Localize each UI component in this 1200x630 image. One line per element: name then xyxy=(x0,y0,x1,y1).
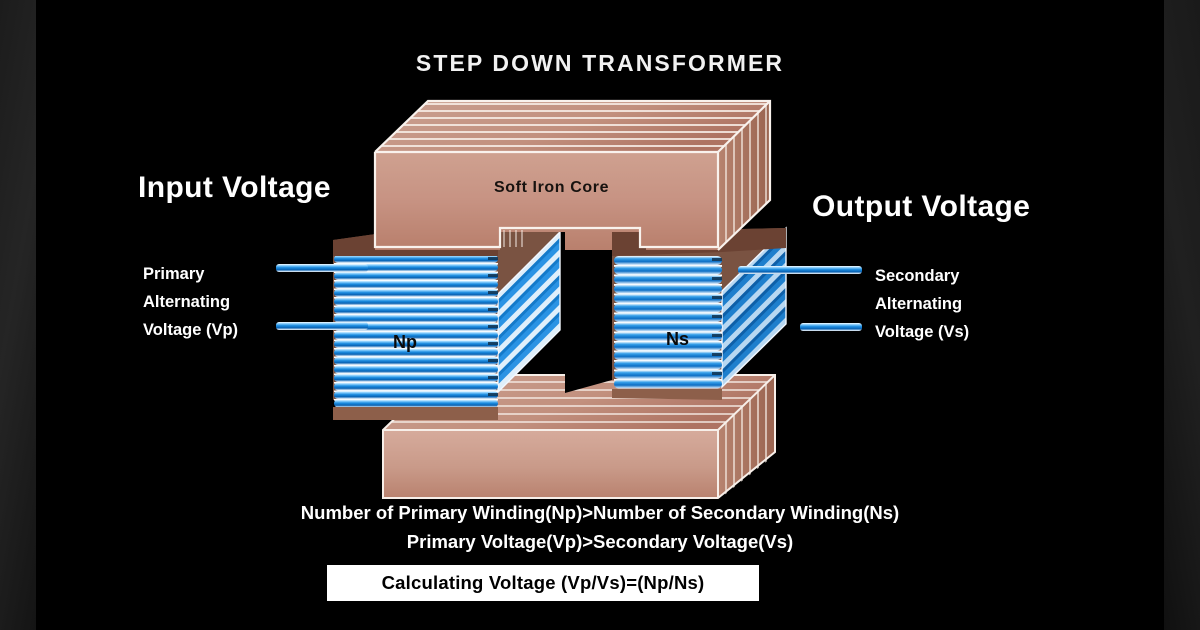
note-line-2: Primary Voltage(Vp)>Secondary Voltage(Vs… xyxy=(406,531,794,552)
secondary-lead-label: Secondary Alternating Voltage (Vs) xyxy=(875,262,969,346)
primary-lead-line-1: Primary xyxy=(143,265,205,283)
secondary-coil-turns xyxy=(614,256,722,389)
primary-lead-wires xyxy=(276,264,368,330)
soft-iron-core-label: Soft Iron Core xyxy=(494,179,610,196)
primary-lead-label: Primary Alternating Voltage (Vp) xyxy=(143,260,238,344)
secondary-lead-bottom xyxy=(800,323,862,331)
secondary-lead-line-3: Voltage (Vs) xyxy=(875,323,970,341)
primary-lead-bottom xyxy=(276,322,368,330)
secondary-lead-line-1: Secondary xyxy=(875,267,960,285)
primary-lead-line-2: Alternating xyxy=(143,293,231,311)
secondary-lead-line-2: Alternating xyxy=(875,295,963,313)
primary-lead-top xyxy=(276,264,368,272)
core-top-yoke xyxy=(373,99,772,251)
output-voltage-label: Output Voltage xyxy=(812,190,1031,223)
note-line-1: Number of Primary Winding(Np)>Number of … xyxy=(300,502,900,523)
secondary-lead-top xyxy=(738,266,862,274)
formula-box: Calculating Voltage (Vp/Vs)=(Np/Ns) xyxy=(327,565,759,601)
page-title: STEP DOWN TRANSFORMER xyxy=(415,50,785,76)
input-voltage-label: Input Voltage xyxy=(138,171,331,204)
primary-lead-line-3: Voltage (Vp) xyxy=(143,321,239,339)
primary-coil-turns xyxy=(334,255,498,408)
formula-text: Calculating Voltage (Vp/Vs)=(Np/Ns) xyxy=(381,572,705,593)
core-window-gap xyxy=(565,232,612,393)
secondary-coil-label: Ns xyxy=(666,329,690,349)
primary-coil-label: Np xyxy=(393,332,417,352)
secondary-lead-wires xyxy=(738,266,862,331)
